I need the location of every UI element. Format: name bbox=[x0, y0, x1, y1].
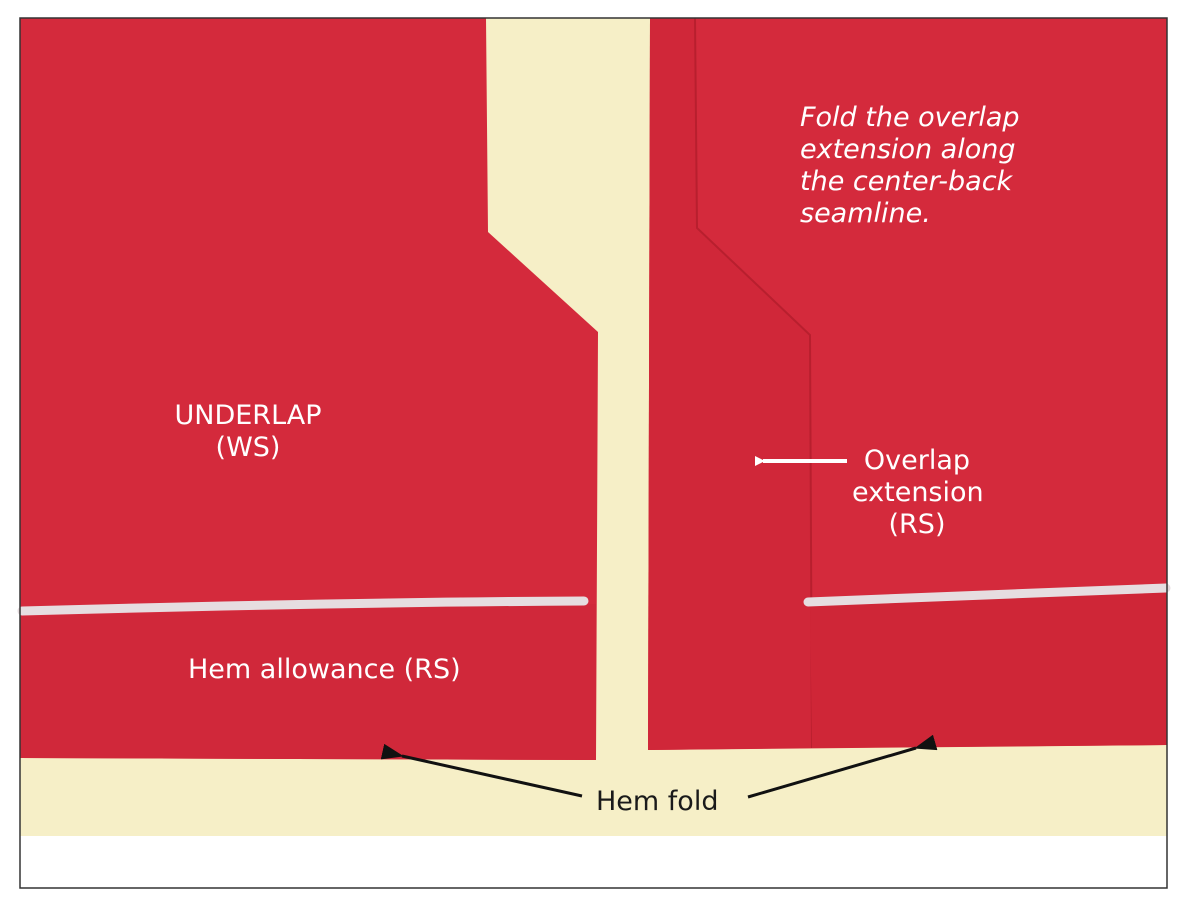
underlap-hem-band bbox=[20, 604, 596, 760]
arrow-icon bbox=[747, 734, 938, 799]
arrow-icon bbox=[380, 743, 583, 798]
caption-strip bbox=[20, 836, 1167, 888]
underlap-fabric bbox=[20, 18, 598, 760]
figure-border bbox=[19, 17, 1168, 889]
chalk-line-left bbox=[17, 596, 589, 616]
overlap-extension-flap bbox=[648, 18, 812, 750]
fold-crease bbox=[694, 17, 813, 749]
instruction-text: Fold the overlap extension along the cen… bbox=[800, 102, 1020, 229]
hem-allowance-label: Hem allowance (RS) bbox=[188, 654, 461, 685]
overlap-hem-band bbox=[810, 592, 1167, 748]
underlap-label: UNDERLAP (WS) bbox=[174, 400, 322, 463]
hem-fold-label: Hem fold bbox=[596, 786, 719, 817]
overlap-extension-label: Overlap extension (RS) bbox=[852, 445, 984, 540]
chalk-line-right bbox=[803, 583, 1171, 607]
